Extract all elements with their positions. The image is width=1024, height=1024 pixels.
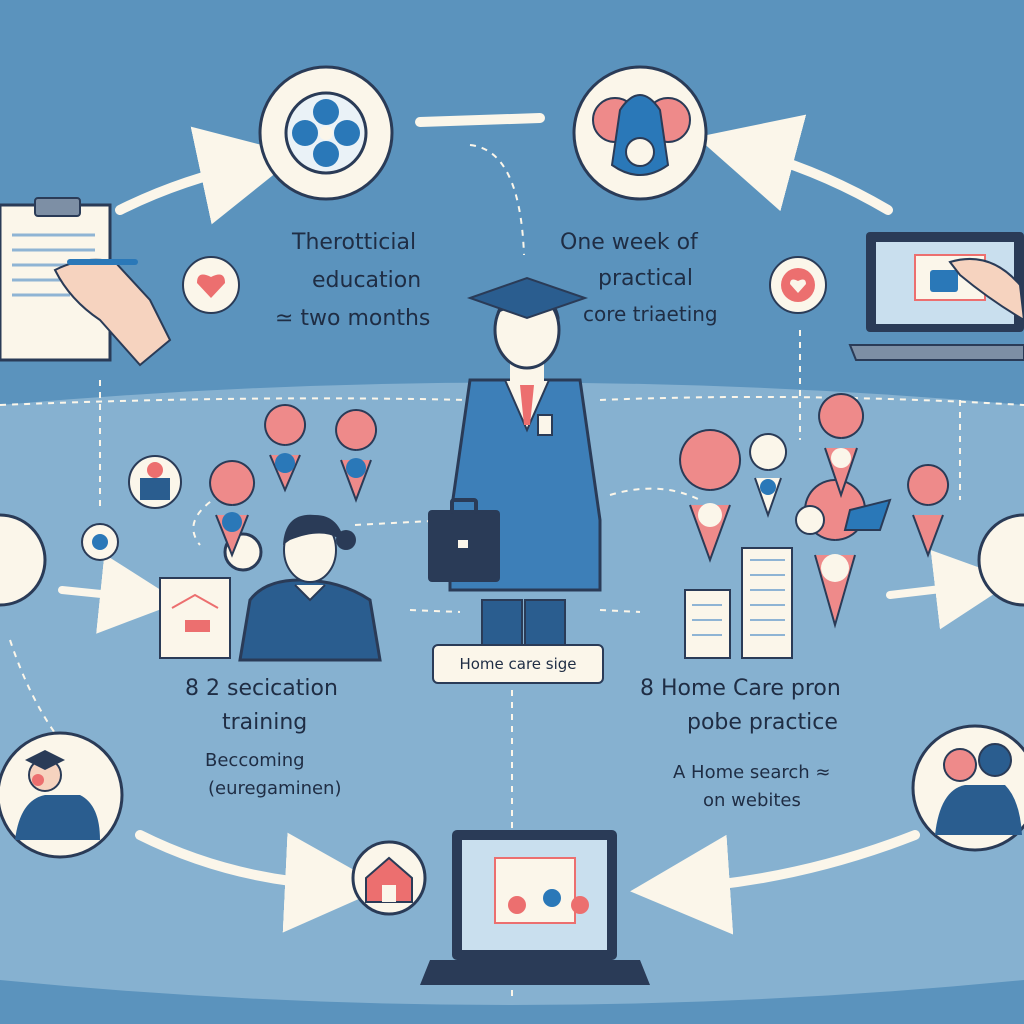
home-search-line1: A Home search ≈ [673,762,831,783]
clipboard-small-icon [159,577,231,659]
arrow-mid-right [886,549,1015,630]
map-pin-icon [209,404,377,558]
right-edge-badge [977,513,1024,607]
center-label-box: Home care sige [432,644,604,684]
dashed-connectors [0,144,1024,1000]
arrow-top-center [415,113,545,127]
left-edge-badge [0,513,47,607]
graduate-figure-icon [448,276,602,646]
specialization-title-line2: training [222,710,308,735]
arrow-top-right [696,114,893,215]
laptop-presentation-icon [420,830,650,985]
flower-badge-icon [258,65,394,201]
bunny-badge-icon [572,65,708,201]
writing-hand-icon [53,258,172,367]
specialization-title-line1: 8 2 secication [185,676,338,701]
small-flower-center [92,534,108,550]
doctor-small-icon [128,455,182,509]
map-pin-right-icon [679,393,949,629]
student-figure-icon [223,514,382,662]
arrow-mid-left [58,554,180,634]
arrow-bottom-left [135,830,385,933]
home-care-title-line2: pobe practice [687,710,838,735]
practical-title-line1: One week of [560,230,698,255]
home-care-title-line1: 8 Home Care pron [640,676,841,701]
graduates-icon [0,731,124,859]
practical-title-line3: core triaeting [583,302,718,326]
specialization-becoming-detail: (euregaminen) [208,778,342,799]
theory-title-line2: education [312,268,422,293]
group-people-icon [911,724,1024,852]
laptop-icon [848,232,1024,361]
briefcase-icon [428,498,500,582]
house-icon [351,840,427,916]
home-search-line2: on webites [703,790,801,811]
theory-duration: ≃ two months [275,306,431,331]
theory-title-line1: Therotticial [292,230,417,255]
arrow-top-left [115,126,299,225]
heart-badge-icon-right [769,256,827,314]
specialization-becoming: Beccoming [205,750,305,771]
heart-badge-icon [182,256,240,314]
arrow-bottom-right [630,830,920,935]
practical-title-line2: practical [598,266,694,291]
building-icon [684,547,793,659]
